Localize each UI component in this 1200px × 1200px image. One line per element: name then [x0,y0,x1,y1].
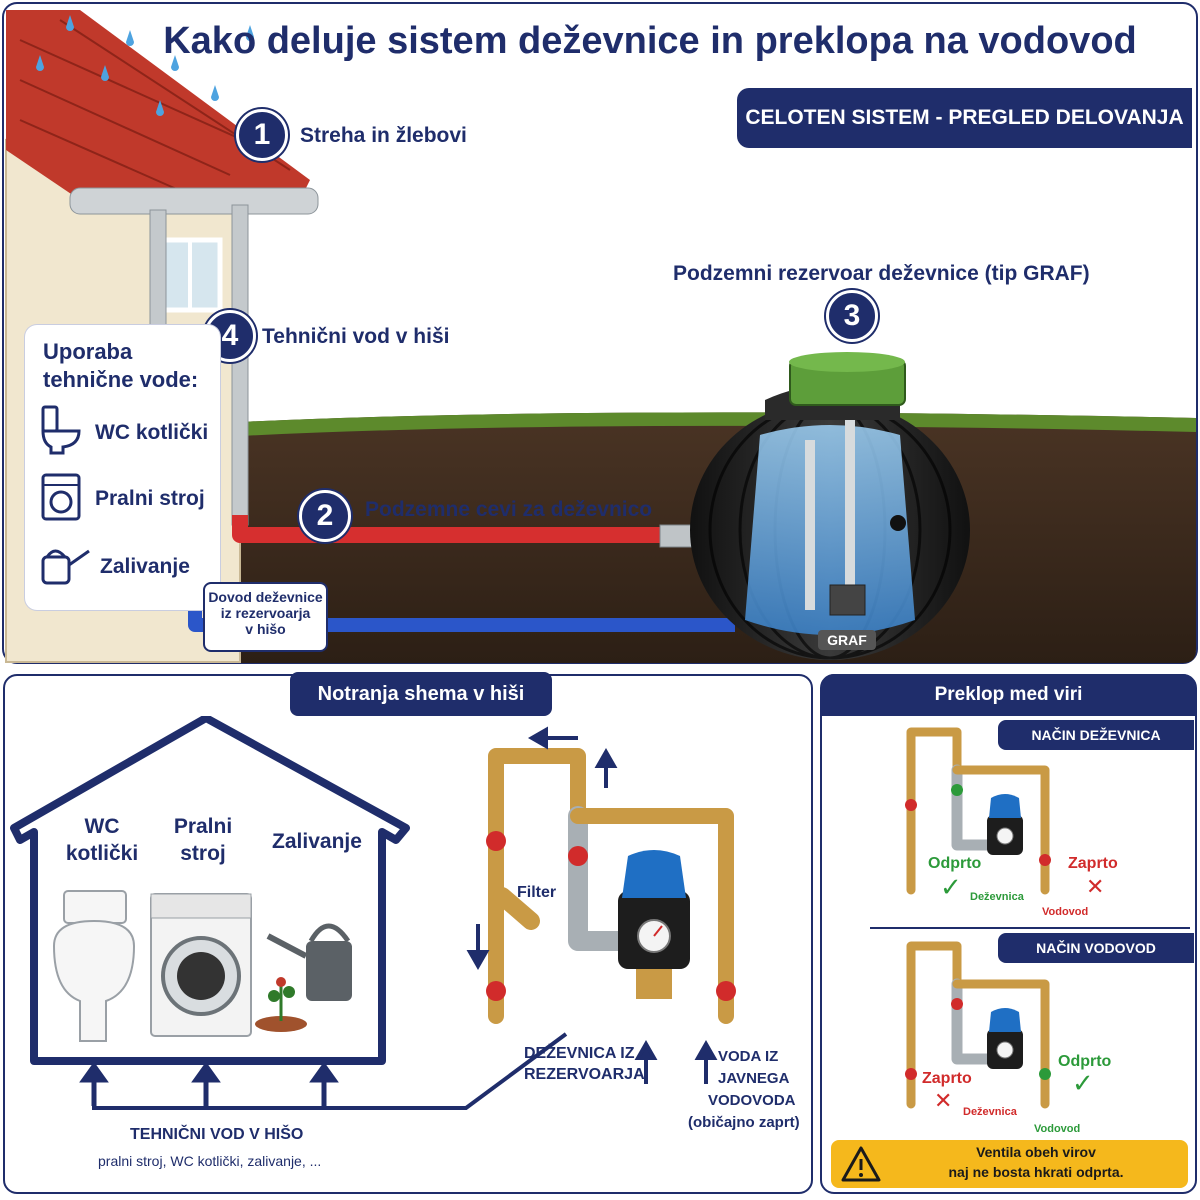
usage-box: Uporaba tehnične vode: WC kotlički Praln… [25,325,220,610]
warning-box: Ventila obeh virov naj ne bosta hkrati o… [831,1140,1188,1188]
step-3-label: Podzemni rezervoar deževnice (tip GRAF) [673,262,1090,285]
step-1-label: Streha in žlebovi [300,124,467,147]
supply-label-3: v hišo [245,621,286,637]
mains-in-line2: JAVNEGA [718,1070,790,1087]
top-scene [2,2,1198,664]
watering-can-icon [266,923,352,1001]
filter-label: Filter [517,884,557,901]
usage-title-1: Uporaba [43,339,133,364]
appliance-wc-line1: WC [84,815,120,838]
cross-icon: ✕ [1086,874,1105,899]
rain-in-line2: REZERVOARJA [524,1066,645,1083]
mains-in-line4: (običajno zaprt) [688,1114,800,1131]
watering-can-icon [41,549,90,585]
warning-triangle-icon [841,1146,881,1182]
mains-in-line3: VODOVODA [708,1092,796,1109]
mode-rain-mains-label: Vodovod [1042,906,1089,918]
mode-rain-rain-label: Deževnica [970,891,1024,903]
usage-item-washer: Pralni stroj [95,487,205,510]
appliance-watering-line1: Zalivanje [272,830,362,853]
mode-mains-title: NAČIN VODOVOD [998,933,1194,963]
mode-mains-diagram [905,941,1051,1109]
valve-icon [486,831,736,1001]
mode-rain-closed: Zaprto [1068,855,1118,872]
appliance-wc-line2: kotlički [65,842,139,865]
toilet-icon [52,890,136,1042]
pressure-pump-icon [618,850,690,999]
mode-rain-open: Odprto [928,855,982,872]
step-3-badge: 3 [826,290,878,342]
check-icon: ✓ [1072,1068,1094,1098]
mode-mains-closed: Zaprto [922,1070,972,1087]
tank-brand: GRAF [827,632,867,648]
appliance-washer-line1: Pralni [173,815,233,838]
source-switch-tab: Preklop med viri [822,674,1195,716]
feed-title: TEHNIČNI VOD V HIŠO [130,1126,304,1143]
rain-drop-icon [36,15,254,116]
mode-mains-mains-label: Vodovod [1034,1123,1081,1135]
step-4-label: Tehnični vod v hiši [262,325,450,348]
mode-mains-open: Odprto [1058,1053,1112,1070]
step-2-label: Podzemne cevi za deževnico [365,498,653,521]
appliance-washer-line2: stroj [180,842,226,865]
washing-machine-icon [41,473,81,521]
warning-line2: naj ne bosta hkrati odprta. [948,1164,1124,1180]
washing-machine-icon [150,893,252,1037]
usage-item-wc: WC kotlički [95,421,209,444]
mains-in-line1: VODA IZ [718,1048,779,1065]
mode-divider [870,927,1190,929]
mode-mains-rain-label: Deževnica [963,1106,1017,1118]
house-scheme-illustration [10,716,736,1110]
step-2-badge: 2 [299,490,351,542]
feed-subtitle: pralni stroj, WC kotlički, zalivanje, ..… [98,1153,322,1169]
usage-item-watering: Zalivanje [100,555,190,578]
mode-rain-title: NAČIN DEŽEVNICA [998,720,1194,750]
supply-label-1: Dovod deževnice [208,589,323,605]
rain-in-line1: DEŽEVNICA IZ [524,1045,635,1062]
usage-title-2: tehnične vode: [43,367,199,392]
step-1-badge: 1 [236,109,288,161]
house-scheme-tab: Notranja shema v hiši [290,672,552,716]
overview-banner: CELOTEN SISTEM - PREGLED DELOVANJA [737,88,1192,148]
plant-icon [255,977,307,1032]
toilet-icon [41,405,81,455]
supply-label-box: Dovod deževnice iz rezervoarja v hišo [203,582,328,652]
cross-icon: ✕ [934,1088,953,1113]
mode-rain-diagram [905,727,1051,895]
page-title: Kako deluje sistem deževnice in preklopa… [163,20,1137,62]
supply-label-2: iz rezervoarja [220,605,311,621]
check-icon: ✓ [940,872,962,902]
scene-illustration [2,2,1198,664]
warning-line1: Ventila obeh virov [976,1144,1096,1160]
